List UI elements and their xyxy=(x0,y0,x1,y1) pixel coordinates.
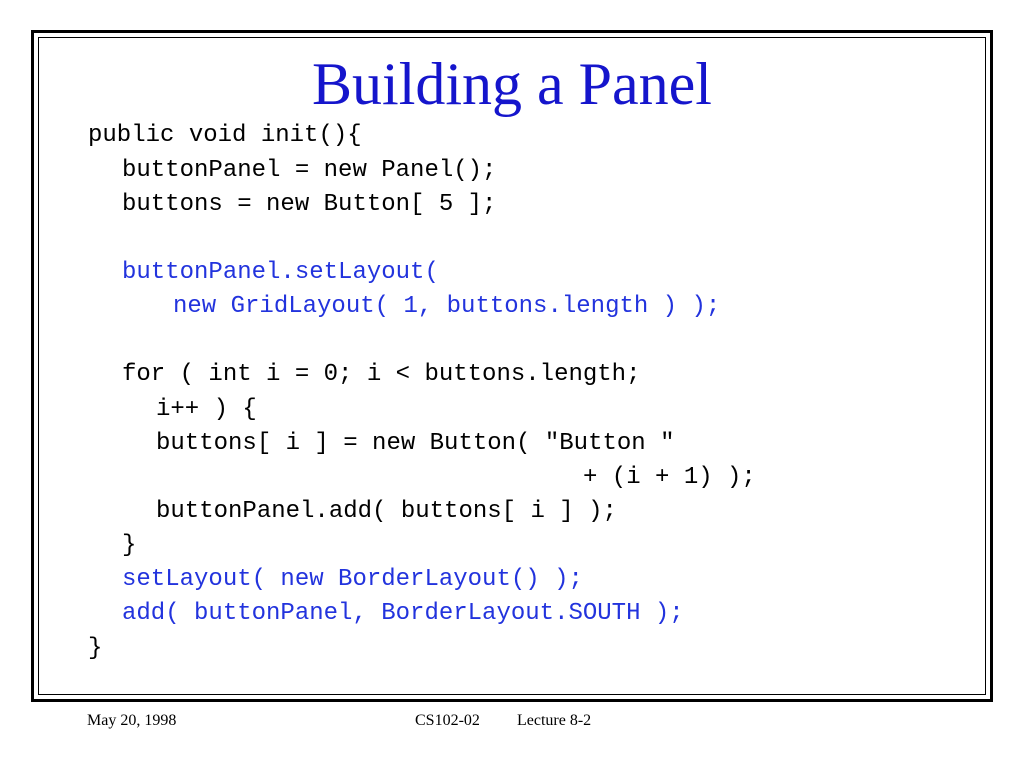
code-line-close-init: } xyxy=(88,635,103,662)
code-line-setlayout: buttonPanel.setLayout( xyxy=(122,259,439,286)
footer-course: CS102-02 xyxy=(415,712,480,729)
footer-date: May 20, 1998 xyxy=(87,712,177,729)
slide-title: Building a Panel xyxy=(312,51,712,117)
slide-frame-outer xyxy=(31,30,993,702)
code-line-buttons: buttons = new Button[ 5 ]; xyxy=(122,191,497,218)
code-line-panel: buttonPanel = new Panel(); xyxy=(122,157,497,184)
footer-lecture: Lecture 8-2 xyxy=(517,712,592,729)
code-line-add-button: buttonPanel.add( buttons[ i ] ); xyxy=(156,498,617,525)
code-line-init: public void init(){ xyxy=(88,122,362,149)
code-line-add-panel: add( buttonPanel, BorderLayout.SOUTH ); xyxy=(122,600,684,627)
code-line-concat: + (i + 1) ); xyxy=(583,464,756,491)
code-line-new-button: buttons[ i ] = new Button( "Button " xyxy=(156,430,675,457)
code-line-for: for ( int i = 0; i < buttons.length; xyxy=(122,361,641,388)
code-block: public void init(){ buttonPanel = new Pa… xyxy=(88,122,756,662)
code-line-borderlayout: setLayout( new BorderLayout() ); xyxy=(122,566,583,593)
code-line-increment: i++ ) { xyxy=(156,396,257,423)
code-line-close-for: } xyxy=(122,532,137,559)
slide-frame-inner xyxy=(38,37,986,695)
code-line-gridlayout: new GridLayout( 1, buttons.length ) ); xyxy=(173,293,721,320)
